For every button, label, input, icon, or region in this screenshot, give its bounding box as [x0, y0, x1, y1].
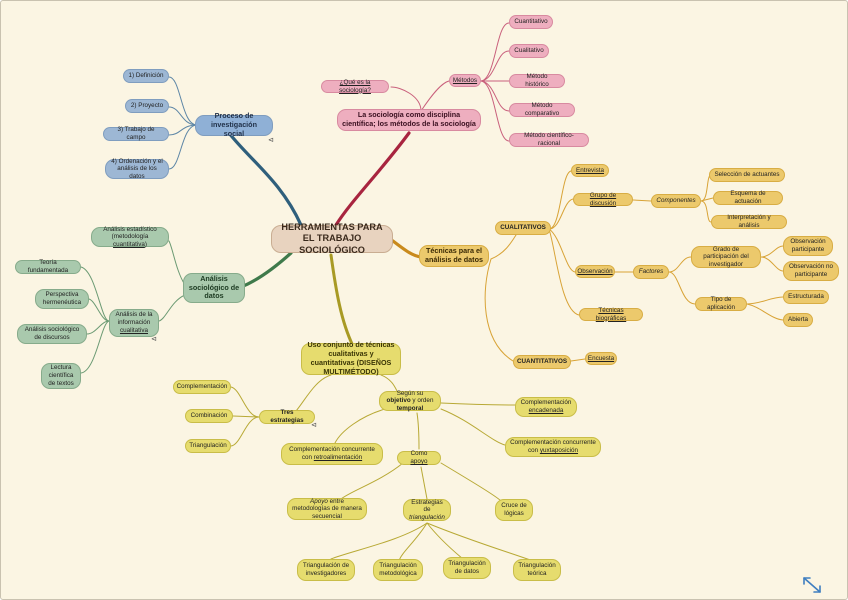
- grupo-discusion-node[interactable]: Grupo de discusión: [573, 191, 633, 207]
- analisis-estadistico-close: ): [144, 240, 147, 248]
- estrategia-combinacion[interactable]: Combinación: [185, 409, 233, 423]
- metodo-historico[interactable]: Método histórico: [509, 73, 565, 88]
- abierta-node[interactable]: Abierta: [783, 313, 813, 327]
- teoria-fundamentada[interactable]: Teoría fundamentada: [15, 259, 81, 274]
- central-topic[interactable]: HERRAMIENTAS PARA EL TRABAJO SOCIOLÓGICO: [271, 222, 393, 255]
- observacion-node[interactable]: Observación: [575, 265, 615, 278]
- que-es-sociologia-node[interactable]: ¿Qué es la sociología?: [321, 78, 389, 94]
- metodos-label: Métodos: [452, 76, 478, 84]
- segun-objetivo-node[interactable]: Según su objetivo y orden temporal: [379, 389, 441, 412]
- proceso-item-ordenacion[interactable]: 4) Ordenación y el análisis de los datos: [105, 158, 169, 180]
- comp-retro-underlined: retroalimentación: [313, 454, 363, 461]
- analisis-discursos[interactable]: Análisis sociológico de discursos: [17, 324, 87, 344]
- metodo-cuantitativo[interactable]: Cuantitativo: [509, 15, 553, 29]
- apoyo-secuencial-node[interactable]: Apoyo entre metodologías de manera secue…: [287, 498, 367, 520]
- encuesta-node[interactable]: Encuesta: [585, 352, 617, 365]
- triangulacion-metodologica[interactable]: Triangulación metodológica: [373, 559, 423, 581]
- tres-estrategias-node[interactable]: Tres estrategias: [259, 409, 315, 424]
- entrevista-node[interactable]: Entrevista: [571, 164, 609, 177]
- grupo-discusion-label: Grupo de discusión: [589, 191, 617, 207]
- estrategia-triangulacion[interactable]: Triangulación: [185, 439, 231, 453]
- cuantitativos-node[interactable]: CUANTITATIVOS: [513, 355, 571, 369]
- proceso-investigacion-node[interactable]: Proceso de investigación social: [195, 111, 273, 138]
- entrevista-label: Entrevista: [576, 166, 604, 174]
- estrategias-triangulacion-node[interactable]: Estrategias de triangulación: [403, 499, 451, 521]
- como-text: Como: [410, 450, 428, 458]
- metodo-cualitativo[interactable]: Cualitativo: [509, 44, 549, 58]
- collapse-marker-icon[interactable]: ⊲: [151, 336, 157, 343]
- segun-text-2: y orden: [410, 397, 434, 405]
- comp-enc-underlined: encadenada: [528, 407, 564, 414]
- componentes-node[interactable]: Componentes: [651, 194, 701, 208]
- encuesta-label: Encuesta: [587, 354, 615, 362]
- comp-enc-text: Complementación: [520, 399, 572, 407]
- componente-esquema[interactable]: Esquema de actuación: [713, 190, 783, 205]
- triangulacion-datos[interactable]: Triangulación de datos: [443, 557, 491, 579]
- lectura-cientifica[interactable]: Lectura científica de textos: [41, 363, 81, 389]
- analisis-cualitativa-text: Análisis de la información: [115, 311, 153, 327]
- que-es-sociologia-label: ¿Qué es la sociología?: [339, 78, 371, 94]
- analisis-estadistico-node[interactable]: Análisis estadístico (metodología cuanti…: [91, 225, 169, 248]
- comp-yux-text: Complementación concurrente con: [510, 439, 596, 454]
- uso-conjunto-node[interactable]: Uso conjunto de técnicas cualitativas y …: [301, 341, 401, 376]
- analisis-estadistico-underlined: cuantitativa: [113, 240, 145, 248]
- observacion-participante[interactable]: Observación participante: [783, 236, 833, 256]
- estrategias-text: Estrategias de: [411, 498, 443, 514]
- proceso-item-proyecto[interactable]: 2) Proyecto: [125, 99, 169, 113]
- tecnicas-analisis-node[interactable]: Técnicas para el análisis de datos: [419, 245, 489, 267]
- componente-interpretacion[interactable]: Interpretación y análisis: [711, 214, 787, 229]
- tecnicas-biograficas-label: Técnicas biográficas: [595, 306, 627, 322]
- analisis-cualitativa-node[interactable]: Análisis de la información cualitativa: [109, 309, 159, 337]
- cualitativos-node[interactable]: CUALITATIVOS: [495, 221, 551, 235]
- apoyo-italic: Apoyo: [310, 497, 328, 505]
- perspectiva-hermeneutica[interactable]: Perspectiva hermenéutica: [35, 289, 89, 309]
- observacion-label: Observación: [577, 267, 613, 275]
- segun-bold-1: objetivo: [386, 397, 411, 405]
- factores-node[interactable]: Factores: [633, 265, 669, 279]
- proceso-item-definicion[interactable]: 1) Definición: [123, 69, 169, 83]
- tipo-aplicacion-node[interactable]: Tipo de aplicación: [695, 296, 747, 311]
- complementacion-yuxtaposicion[interactable]: Complementación concurrente con yuxtapos…: [505, 437, 601, 457]
- observacion-no-participante[interactable]: Observación no participante: [783, 261, 839, 281]
- cruce-logicas-node[interactable]: Cruce de lógicas: [495, 499, 533, 521]
- collapse-marker-icon[interactable]: ⊲: [268, 137, 274, 144]
- tecnicas-biograficas-node[interactable]: Técnicas biográficas: [579, 306, 643, 322]
- metodo-cientifico-racional[interactable]: Método científico-racional: [509, 132, 589, 147]
- segun-bold-2: temporal: [396, 404, 424, 412]
- comp-retro-text: Complementación concurrente con: [289, 446, 375, 461]
- metodo-comparativo[interactable]: Método comparativo: [509, 102, 575, 117]
- como-underlined: apoyo: [410, 458, 428, 465]
- triangulacion-teorica[interactable]: Triangulación teórica: [513, 559, 561, 581]
- complementacion-encadenada[interactable]: Complementación encadenada: [515, 397, 577, 417]
- complementacion-retroalimentacion[interactable]: Complementación concurrente con retroali…: [281, 443, 383, 465]
- metodos-node[interactable]: Métodos: [449, 74, 481, 87]
- estructurada-node[interactable]: Estructurada: [783, 290, 829, 304]
- analisis-cualitativa-underlined: cualitativa: [119, 326, 148, 334]
- grado-participacion-node[interactable]: Grado de participación del investigador: [691, 246, 761, 268]
- proceso-item-trabajo-campo[interactable]: 3) Trabajo de campo: [103, 126, 169, 141]
- expand-arrows-icon[interactable]: [801, 575, 823, 595]
- comp-yux-underlined: yuxtaposición: [539, 447, 579, 454]
- componente-seleccion[interactable]: Selección de actuantes: [709, 168, 785, 182]
- sociologia-node[interactable]: La sociología como disciplina científica…: [337, 109, 481, 131]
- apoyo-text: entre metodologías de manera secuencial: [292, 497, 362, 520]
- estrategias-italic: triangulación: [409, 513, 445, 521]
- analisis-sociologico-node[interactable]: Análisis sociológico de datos: [183, 273, 245, 303]
- collapse-marker-icon[interactable]: ⊲: [311, 422, 317, 429]
- triangulacion-investigadores[interactable]: Triangulación de investigadores: [297, 559, 355, 581]
- como-apoyo-node[interactable]: Como apoyo: [397, 450, 441, 465]
- analisis-estadistico-text: Análisis estadístico (metodología: [103, 225, 157, 241]
- segun-text-1: Según su: [396, 389, 424, 397]
- estrategia-complementacion[interactable]: Complementación: [173, 380, 231, 394]
